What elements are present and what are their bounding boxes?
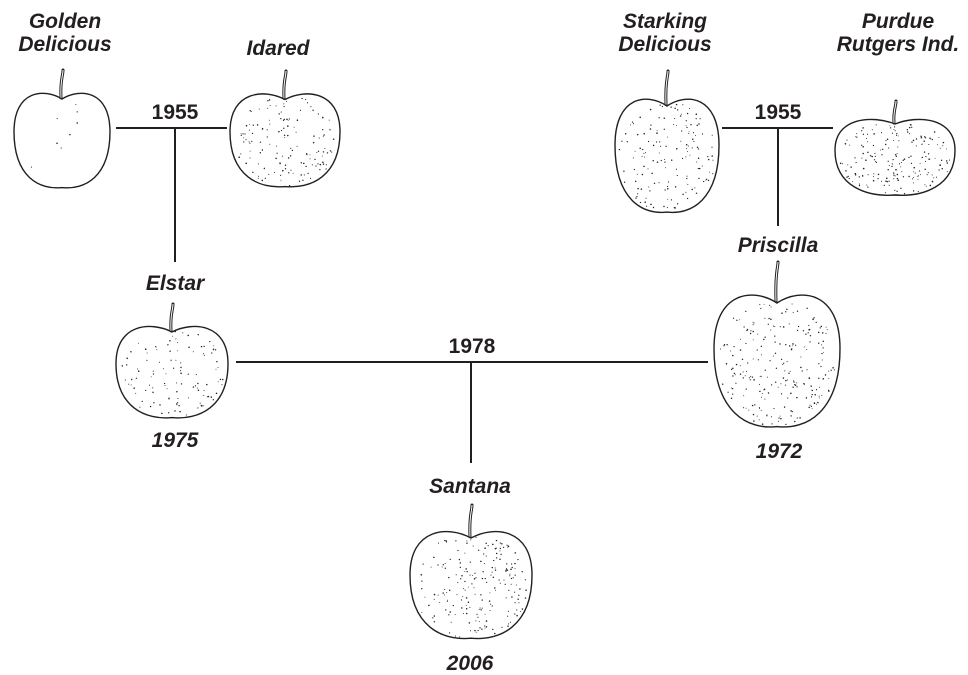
santana-label: Santana [410, 475, 530, 498]
purdue-rutgers-label: Purdue Rutgers Ind. [828, 10, 968, 56]
elstar-cross-year: 1955 [130, 101, 220, 124]
santana-year: 2006 [420, 652, 520, 675]
elstar-label: Elstar [120, 272, 230, 295]
priscilla-apple-icon [712, 260, 842, 432]
priscilla-descent-line [777, 127, 779, 226]
golden-delicious-apple-icon [12, 68, 112, 192]
idared-label: Idared [228, 37, 328, 60]
golden-delicious-label: Golden Delicious [0, 10, 130, 56]
santana-apple-icon [408, 503, 534, 643]
elstar-apple-icon [114, 302, 230, 422]
priscilla-label: Priscilla [718, 234, 838, 257]
idared-apple-icon [228, 69, 342, 191]
priscilla-cross-year: 1955 [733, 101, 823, 124]
starking-delicious-apple-icon [613, 69, 721, 217]
santana-cross-line [236, 361, 708, 363]
starking-delicious-label: Starking Delicious [600, 10, 730, 56]
elstar-cross-line [116, 127, 227, 129]
elstar-descent-line [174, 127, 176, 262]
santana-descent-line [470, 361, 472, 463]
purdue-rutgers-apple-icon [833, 99, 957, 199]
santana-cross-year: 1978 [427, 335, 517, 358]
elstar-year: 1975 [125, 429, 225, 452]
priscilla-year: 1972 [729, 440, 829, 463]
